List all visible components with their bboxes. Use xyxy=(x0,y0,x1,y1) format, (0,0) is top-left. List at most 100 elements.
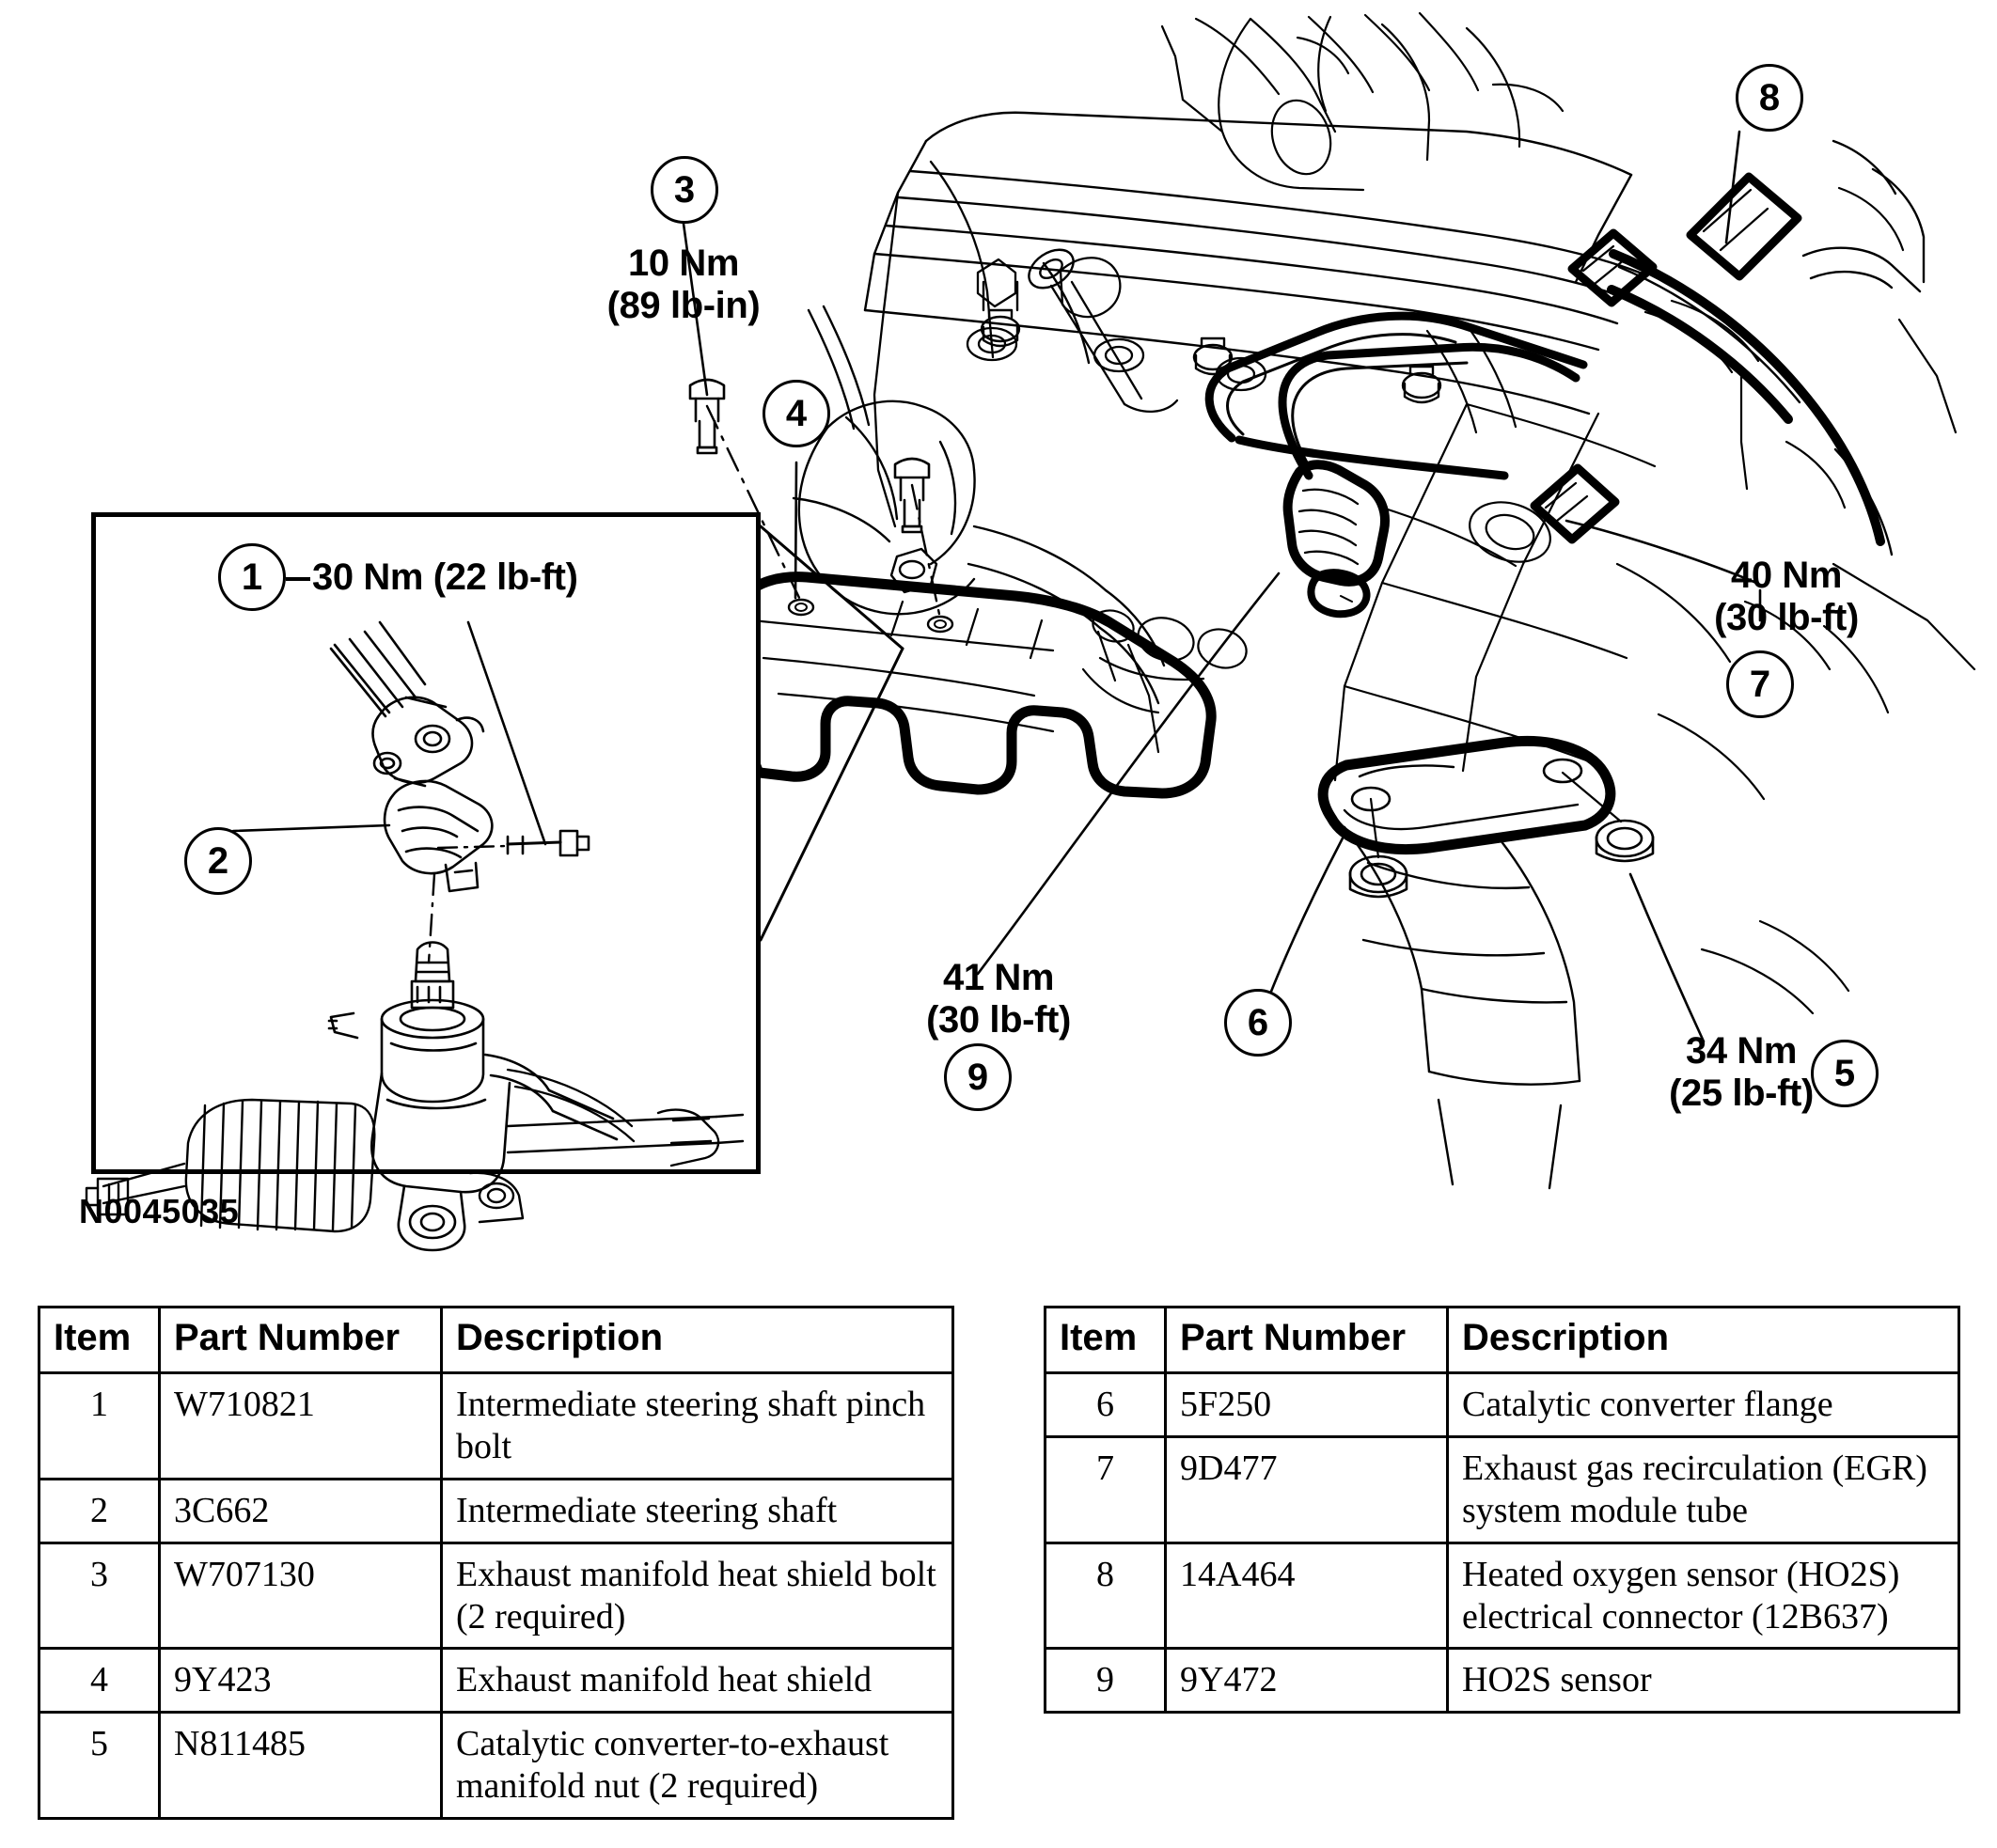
column-header-description: Description xyxy=(440,1305,954,1375)
column-header-item: Item xyxy=(1044,1305,1167,1375)
cell-item: 8 xyxy=(1044,1541,1167,1651)
rack-shaft-right xyxy=(506,1108,745,1167)
valve-cover-bolt xyxy=(1401,365,1442,404)
cell-part-number: 3C662 xyxy=(158,1477,443,1544)
upper-universal-joint xyxy=(371,696,485,788)
callout-balloon-8[interactable]: 8 xyxy=(1736,64,1803,132)
torque-9-imperial: (30 lb-ft) xyxy=(926,998,1071,1041)
torque-3-imperial: (89 lb-in) xyxy=(606,284,761,326)
torque-label-1: 30 Nm (22 lb-ft) xyxy=(286,556,578,599)
callout-1-leader xyxy=(466,620,547,846)
parts-table-left: Item Part Number Description 1 W710821 I… xyxy=(38,1305,954,1820)
cell-item: 1 xyxy=(38,1371,161,1480)
cell-part-number: 9Y423 xyxy=(158,1647,443,1715)
cell-description: Intermediate steering shaft xyxy=(440,1477,954,1544)
power-steering-lines xyxy=(506,1068,636,1143)
cell-part-number: W710821 xyxy=(158,1371,443,1480)
cell-item: 3 xyxy=(38,1541,161,1651)
column-header-item: Item xyxy=(38,1305,161,1375)
steering-gear-mount-ear xyxy=(468,1171,525,1224)
column-header-part-number: Part Number xyxy=(1164,1305,1449,1375)
table-row: 4 9Y423 Exhaust manifold heat shield xyxy=(38,1647,954,1715)
torque-7-nm: 40 Nm xyxy=(1730,555,1843,596)
ho2s-harness xyxy=(1204,311,1588,480)
callout-2-leader xyxy=(231,823,391,833)
cell-part-number: 9D477 xyxy=(1164,1435,1449,1544)
torque-label-3: 10 Nm (89 lb-in) xyxy=(598,243,769,327)
torque-label-9: 41 Nm (30 lb-ft) xyxy=(904,957,1093,1041)
cell-description: Exhaust gas recirculation (EGR) system m… xyxy=(1446,1435,1960,1544)
callout-number-9: 9 xyxy=(967,1057,989,1098)
callout-balloon-3[interactable]: 3 xyxy=(651,156,718,224)
steering-gear-pinion xyxy=(410,941,455,1010)
callout-number-6: 6 xyxy=(1247,1002,1269,1043)
pinion-install-axis xyxy=(427,872,436,964)
table-row: 2 3C662 Intermediate steering shaft xyxy=(38,1477,954,1544)
table-row: 5 N811485 Catalytic converter-to-exhaust… xyxy=(38,1711,954,1820)
cell-item: 2 xyxy=(38,1477,161,1544)
torque-5-nm: 34 Nm xyxy=(1685,1030,1798,1072)
steering-column-shaft xyxy=(329,620,427,718)
cell-part-number: N811485 xyxy=(158,1711,443,1820)
cell-description: Exhaust manifold heat shield xyxy=(440,1647,954,1715)
callout-balloon-5[interactable]: 5 xyxy=(1811,1040,1879,1107)
column-header-description: Description xyxy=(1446,1305,1960,1375)
table-row: 8 14A464 Heated oxygen sensor (HO2S) ele… xyxy=(1044,1541,1960,1651)
torque-label-5: 34 Nm (25 lb-ft) xyxy=(1647,1030,1835,1115)
table-row: 9 9Y472 HO2S sensor xyxy=(1044,1647,1960,1715)
catalytic-converter-pipe xyxy=(1343,825,1581,1190)
cell-item: 4 xyxy=(38,1647,161,1715)
cell-description: Exhaust manifold heat shield bolt (2 req… xyxy=(440,1541,954,1651)
exhaust-manifold-heat-shield xyxy=(706,572,1217,799)
cell-part-number: 9Y472 xyxy=(1164,1647,1449,1715)
cell-item: 9 xyxy=(1044,1647,1167,1715)
catalytic-converter-flange xyxy=(1317,735,1616,855)
torque-label-7: 40 Nm (30 lb-ft) xyxy=(1692,555,1880,639)
intermediate-steering-shaft-yoke xyxy=(383,779,590,893)
cell-description: Catalytic converter-to-exhaust manifold … xyxy=(440,1711,954,1820)
callout-1-dash xyxy=(286,577,310,582)
figure-id-label: N0045035 xyxy=(79,1192,240,1230)
callout-balloon-2[interactable]: 2 xyxy=(184,827,252,895)
bolt-install-axis xyxy=(705,404,942,620)
callout-balloon-6[interactable]: 6 xyxy=(1224,989,1292,1057)
engine-block-right xyxy=(1081,299,1847,782)
table-header-row: Item Part Number Description xyxy=(1044,1305,1960,1375)
heat-shield-bolt xyxy=(688,378,726,455)
cell-part-number: 14A464 xyxy=(1164,1541,1449,1651)
column-header-part-number: Part Number xyxy=(158,1305,443,1375)
cell-description: Catalytic converter flange xyxy=(1446,1371,1960,1439)
table-row: 3 W707130 Exhaust manifold heat shield b… xyxy=(38,1541,954,1651)
valve-cover-assembly xyxy=(863,111,1642,415)
callout-number-4: 4 xyxy=(785,393,808,434)
callout-number-2: 2 xyxy=(207,840,229,882)
callout-leader-lines xyxy=(682,130,1762,1043)
callout-balloon-1[interactable]: 1 xyxy=(218,543,286,611)
cell-description: Intermediate steering shaft pinch bolt xyxy=(440,1371,954,1480)
inner-tie-rod xyxy=(85,1162,186,1216)
callout-balloon-9[interactable]: 9 xyxy=(944,1043,1012,1111)
torque-5-imperial: (25 lb-ft) xyxy=(1669,1072,1814,1114)
torque-9-nm: 41 Nm xyxy=(942,957,1055,998)
callout-number-7: 7 xyxy=(1749,664,1771,705)
ho2s-sensor xyxy=(1278,342,1580,619)
egr-tube-bracket xyxy=(1801,139,1926,293)
callout-balloon-4[interactable]: 4 xyxy=(763,380,830,447)
table-header-row: Item Part Number Description xyxy=(38,1305,954,1375)
table-row: 7 9D477 Exhaust gas recirculation (EGR) … xyxy=(1044,1435,1960,1544)
engine-bay-misc xyxy=(1194,17,1976,1015)
cell-part-number: 5F250 xyxy=(1164,1371,1449,1439)
table-row: 6 5F250 Catalytic converter flange xyxy=(1044,1371,1960,1439)
steering-gear-housing xyxy=(327,998,619,1252)
callout-number-8: 8 xyxy=(1758,77,1781,118)
intake-manifold-top xyxy=(1160,11,1565,192)
callout-balloon-7[interactable]: 7 xyxy=(1726,650,1794,718)
cell-part-number: W707130 xyxy=(158,1541,443,1651)
callout-number-5: 5 xyxy=(1833,1053,1856,1094)
ho2s-electrical-connector xyxy=(1686,172,1802,281)
cell-description: Heated oxygen sensor (HO2S) electrical c… xyxy=(1446,1541,1960,1651)
table-row: 1 W710821 Intermediate steering shaft pi… xyxy=(38,1371,954,1480)
